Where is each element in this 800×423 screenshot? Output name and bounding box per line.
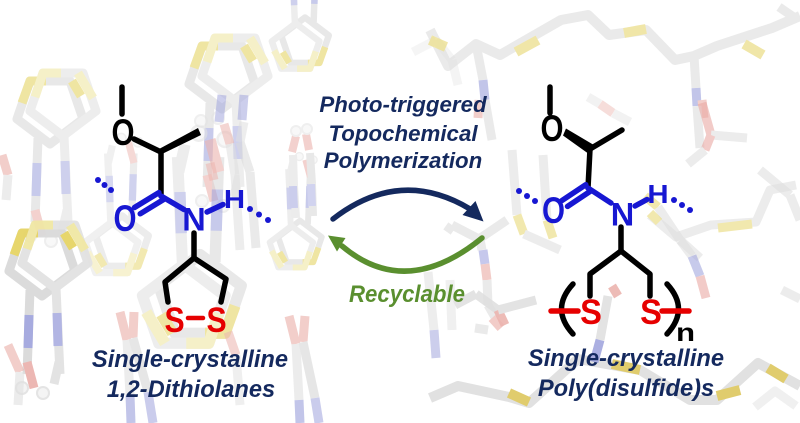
svg-text:O: O bbox=[542, 191, 565, 232]
svg-text:S: S bbox=[640, 293, 662, 333]
svg-text:Polymerization: Polymerization bbox=[324, 148, 483, 173]
svg-text:Photo-triggered: Photo-triggered bbox=[319, 92, 487, 117]
svg-text:S: S bbox=[580, 293, 602, 333]
svg-text:S: S bbox=[164, 300, 184, 340]
svg-text:H: H bbox=[224, 185, 245, 214]
svg-text:N: N bbox=[182, 202, 205, 238]
svg-text:Single-crystalline: Single-crystalline bbox=[528, 346, 724, 372]
svg-text:H: H bbox=[647, 180, 668, 209]
svg-text:S: S bbox=[206, 300, 226, 340]
svg-text:O: O bbox=[540, 109, 563, 150]
svg-text:O: O bbox=[113, 199, 136, 240]
svg-text:n: n bbox=[676, 318, 695, 346]
svg-text:Recyclable: Recyclable bbox=[349, 281, 465, 308]
svg-text:1,2-Dithiolanes: 1,2-Dithiolanes bbox=[107, 377, 275, 403]
svg-text:N: N bbox=[611, 197, 634, 233]
svg-text:O: O bbox=[111, 113, 134, 154]
svg-text:Poly(disulfide)s: Poly(disulfide)s bbox=[538, 376, 714, 402]
svg-text:Topochemical: Topochemical bbox=[328, 121, 478, 146]
svg-text:Single-crystalline: Single-crystalline bbox=[92, 347, 288, 373]
